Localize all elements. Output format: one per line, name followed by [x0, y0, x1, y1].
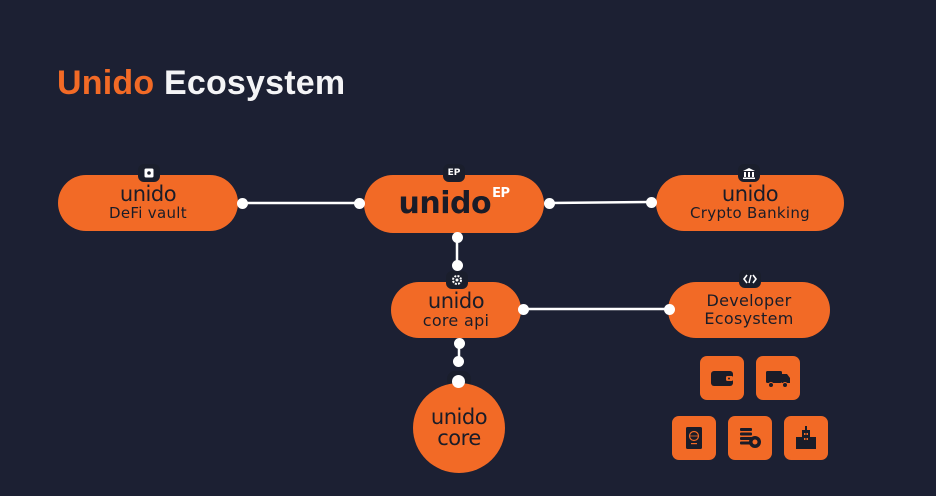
title-rest: Ecosystem [163, 64, 346, 102]
connector-dot [452, 375, 465, 388]
connector-dot [646, 197, 657, 208]
passport-icon [672, 416, 716, 460]
node-crypto-banking[interactable]: unido Crypto Banking [656, 175, 844, 231]
connector-ep-banking [548, 200, 652, 205]
connector-dot [354, 198, 365, 209]
core-label: core [437, 426, 481, 450]
connector-dot [452, 232, 463, 243]
wallet-icon [700, 356, 744, 400]
vault-icon [138, 164, 160, 182]
developer-label-line2: Ecosystem [704, 309, 794, 328]
crypto-banking-logo: unido [721, 182, 779, 207]
defi-vault-logo: unido [119, 182, 177, 207]
connector-dot [454, 338, 465, 349]
truck-icon [756, 356, 800, 400]
node-defi-vault[interactable]: unido DeFi vault [58, 175, 238, 231]
connector-dot [452, 260, 463, 271]
core-api-label: core api [422, 310, 490, 330]
connector-dot [453, 356, 464, 367]
connector-dot [544, 198, 555, 209]
core-api-logo: unido [427, 288, 485, 313]
crypto-banking-label: Crypto Banking [690, 204, 810, 223]
node-developer-ecosystem[interactable]: Developer Ecosystem [668, 282, 830, 338]
defi-vault-label: DeFi vault [109, 204, 187, 223]
connector-dot [237, 198, 248, 209]
node-unido-ep[interactable]: unidoEP [364, 175, 544, 233]
coins-icon [728, 416, 772, 460]
unido-ep-superscript: EP [492, 186, 510, 201]
page-title: Unido Ecosystem [57, 64, 345, 103]
bank-icon [738, 164, 760, 182]
code-icon [739, 270, 761, 288]
developer-label-line1: Developer [706, 291, 792, 311]
buildings-icon [784, 416, 828, 460]
node-core-api[interactable]: unido core api [391, 282, 521, 338]
node-core[interactable]: unido core [413, 383, 505, 473]
core-logo: unido [430, 405, 488, 429]
connector-dot [518, 304, 529, 315]
title-brand: Unido [57, 64, 155, 102]
ep-badge: EP [443, 164, 465, 182]
connector-dot [664, 304, 675, 315]
unido-ep-logo: unido [398, 186, 492, 221]
gear-icon [446, 271, 468, 289]
